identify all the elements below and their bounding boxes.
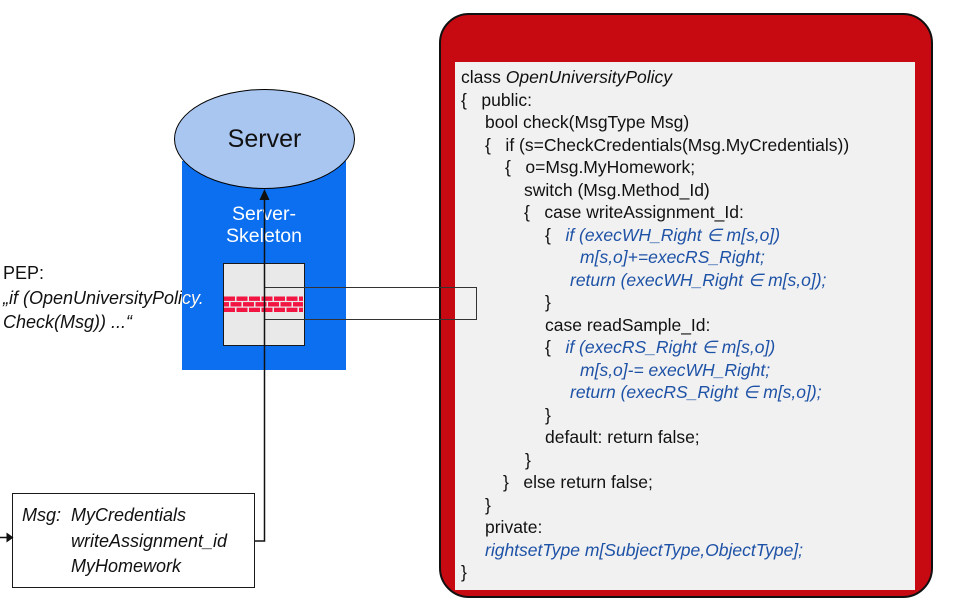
code-line: { o=Msg.MyHomework; <box>505 157 696 177</box>
server-skeleton-label-line2: Skeleton <box>226 224 302 247</box>
msg-fields: MyCredentials writeAssignment_id MyHomew… <box>71 503 227 587</box>
code-line: rightsetType m[SubjectType,ObjectType]; <box>485 539 804 560</box>
code-line: return (execRS_Right ∈ m[s,o]); <box>570 382 822 402</box>
msg-field-object: MyHomework <box>71 556 182 576</box>
code-line: { if (execWH_Right ∈ m[s,o]) <box>545 224 781 245</box>
code-line: } else return false; <box>503 472 653 492</box>
pep-code-line1-overlay: „if (OpenUniversityPolicy. <box>3 287 204 308</box>
code-line: switch (Msg.Method_Id) <box>524 179 710 200</box>
pep-heading: PEP: <box>3 263 45 283</box>
server-ellipse: Server <box>174 89 355 189</box>
code-line: bool check(MsgType Msg) <box>485 112 690 132</box>
code-line: private: <box>485 517 543 537</box>
code-line: { if (s=CheckCredentials(Msg.MyCredentia… <box>485 134 850 155</box>
pep-pdp-channel-rect <box>264 287 477 320</box>
msg-field-credentials: MyCredentials <box>71 505 187 525</box>
msg-label: Msg: <box>22 505 62 525</box>
pep-annotation: PEP: „if (OpenUniversityPolicy. Check(Ms… <box>3 261 265 335</box>
pep-annotation-overlay: PEP: „if (OpenUniversityPolicy. Check(Ms… <box>3 261 265 335</box>
code-line: } <box>485 494 491 515</box>
msg-field-method: writeAssignment_id <box>71 530 228 551</box>
code-line: } <box>545 292 551 312</box>
pep-code-line2: Check(Msg)) ...“ <box>3 312 133 332</box>
policy-code-block: class OpenUniversityPolicy{ public:bool … <box>461 66 915 584</box>
code-line: m[s,o]+=execRS_Right; <box>580 247 765 267</box>
code-line: { case writeAssignment_Id: <box>524 202 744 222</box>
code-line: } <box>525 449 531 470</box>
server-label: Server <box>227 124 302 153</box>
code-line: m[s,o]-= execWH_Right; <box>580 359 771 380</box>
msg-box: Msg: MyCredentials writeAssignment_id My… <box>12 493 255 588</box>
brick-wall-icon <box>224 296 303 312</box>
code-line: { if (execRS_Right ∈ m[s,o]) <box>545 337 776 357</box>
code-line: } <box>461 562 467 582</box>
code-line: default: return false; <box>545 427 700 447</box>
pep-code-line1: „if (OpenUniversityPolicy. <box>3 287 204 308</box>
code-line: case readSample_Id: <box>545 314 711 335</box>
code-line: class OpenUniversityPolicy <box>461 67 673 87</box>
policy-code-box: class OpenUniversityPolicy{ public:bool … <box>455 62 915 590</box>
code-line: return (execWH_Right ∈ m[s,o]); <box>570 269 827 290</box>
code-line: } <box>545 404 551 425</box>
pdp-box: PDP: CORBA Policy Object (Outline) class… <box>439 13 933 598</box>
server-skeleton-label-line1: Server- <box>232 203 296 225</box>
server-skeleton-label: Server- Skeleton <box>182 203 346 247</box>
code-line: { public: <box>461 89 533 110</box>
